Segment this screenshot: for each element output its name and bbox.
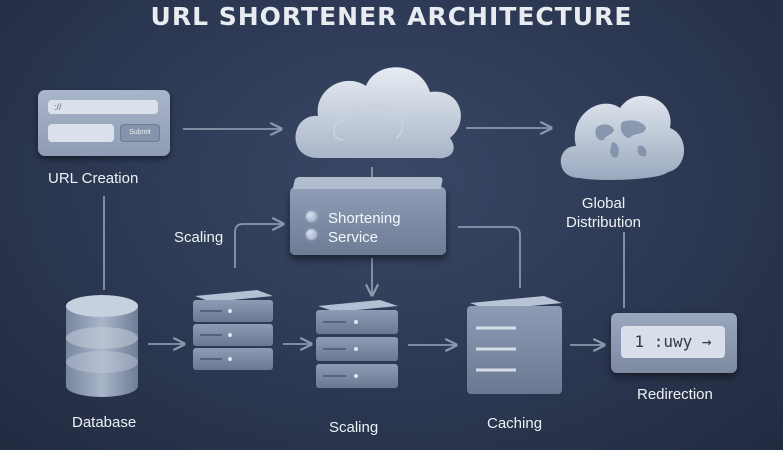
caching-label: Caching bbox=[487, 415, 543, 432]
scaling-label-left: Scaling bbox=[174, 229, 224, 246]
connectors bbox=[103, 128, 625, 345]
database-icon bbox=[66, 295, 138, 397]
shortening-service-line1: Shortening bbox=[328, 210, 401, 227]
redirection-box: 1 :uwy → bbox=[611, 313, 737, 373]
status-led-icon bbox=[306, 229, 317, 240]
url-form-card: :// Submit bbox=[38, 90, 170, 156]
globe-cloud-icon bbox=[560, 95, 685, 180]
redirection-label: Redirection bbox=[637, 386, 713, 403]
global-distribution-line1: Global bbox=[581, 195, 626, 212]
global-distribution-line2: Distribution bbox=[566, 214, 642, 231]
submit-button: Submit bbox=[120, 124, 160, 142]
connector-service-to-caching bbox=[458, 226, 521, 288]
connector-scaling-to-service bbox=[234, 224, 282, 268]
short-url-display: 1 :uwy → bbox=[621, 326, 725, 358]
global-distribution-label: Global Distribution bbox=[566, 194, 641, 232]
service-box-top bbox=[292, 177, 444, 189]
status-led-icon bbox=[306, 211, 317, 222]
page-title: URL SHORTENER ARCHITECTURE bbox=[150, 2, 633, 31]
url-creation-label: URL Creation bbox=[48, 170, 139, 187]
scaling-server-stack-left bbox=[193, 290, 273, 370]
caching-server-icon bbox=[467, 296, 562, 394]
scaling-label-center: Scaling bbox=[329, 419, 379, 436]
url-field: :// bbox=[48, 100, 158, 114]
cloud-icon bbox=[295, 67, 461, 159]
shortening-service-label: Shortening Service bbox=[328, 209, 401, 247]
database-label: Database bbox=[72, 414, 137, 431]
shortening-service-line2: Service bbox=[328, 229, 379, 246]
url-input bbox=[48, 124, 114, 142]
scaling-server-stack-center bbox=[316, 300, 398, 388]
shortening-service-box: Shortening Service bbox=[290, 177, 446, 255]
